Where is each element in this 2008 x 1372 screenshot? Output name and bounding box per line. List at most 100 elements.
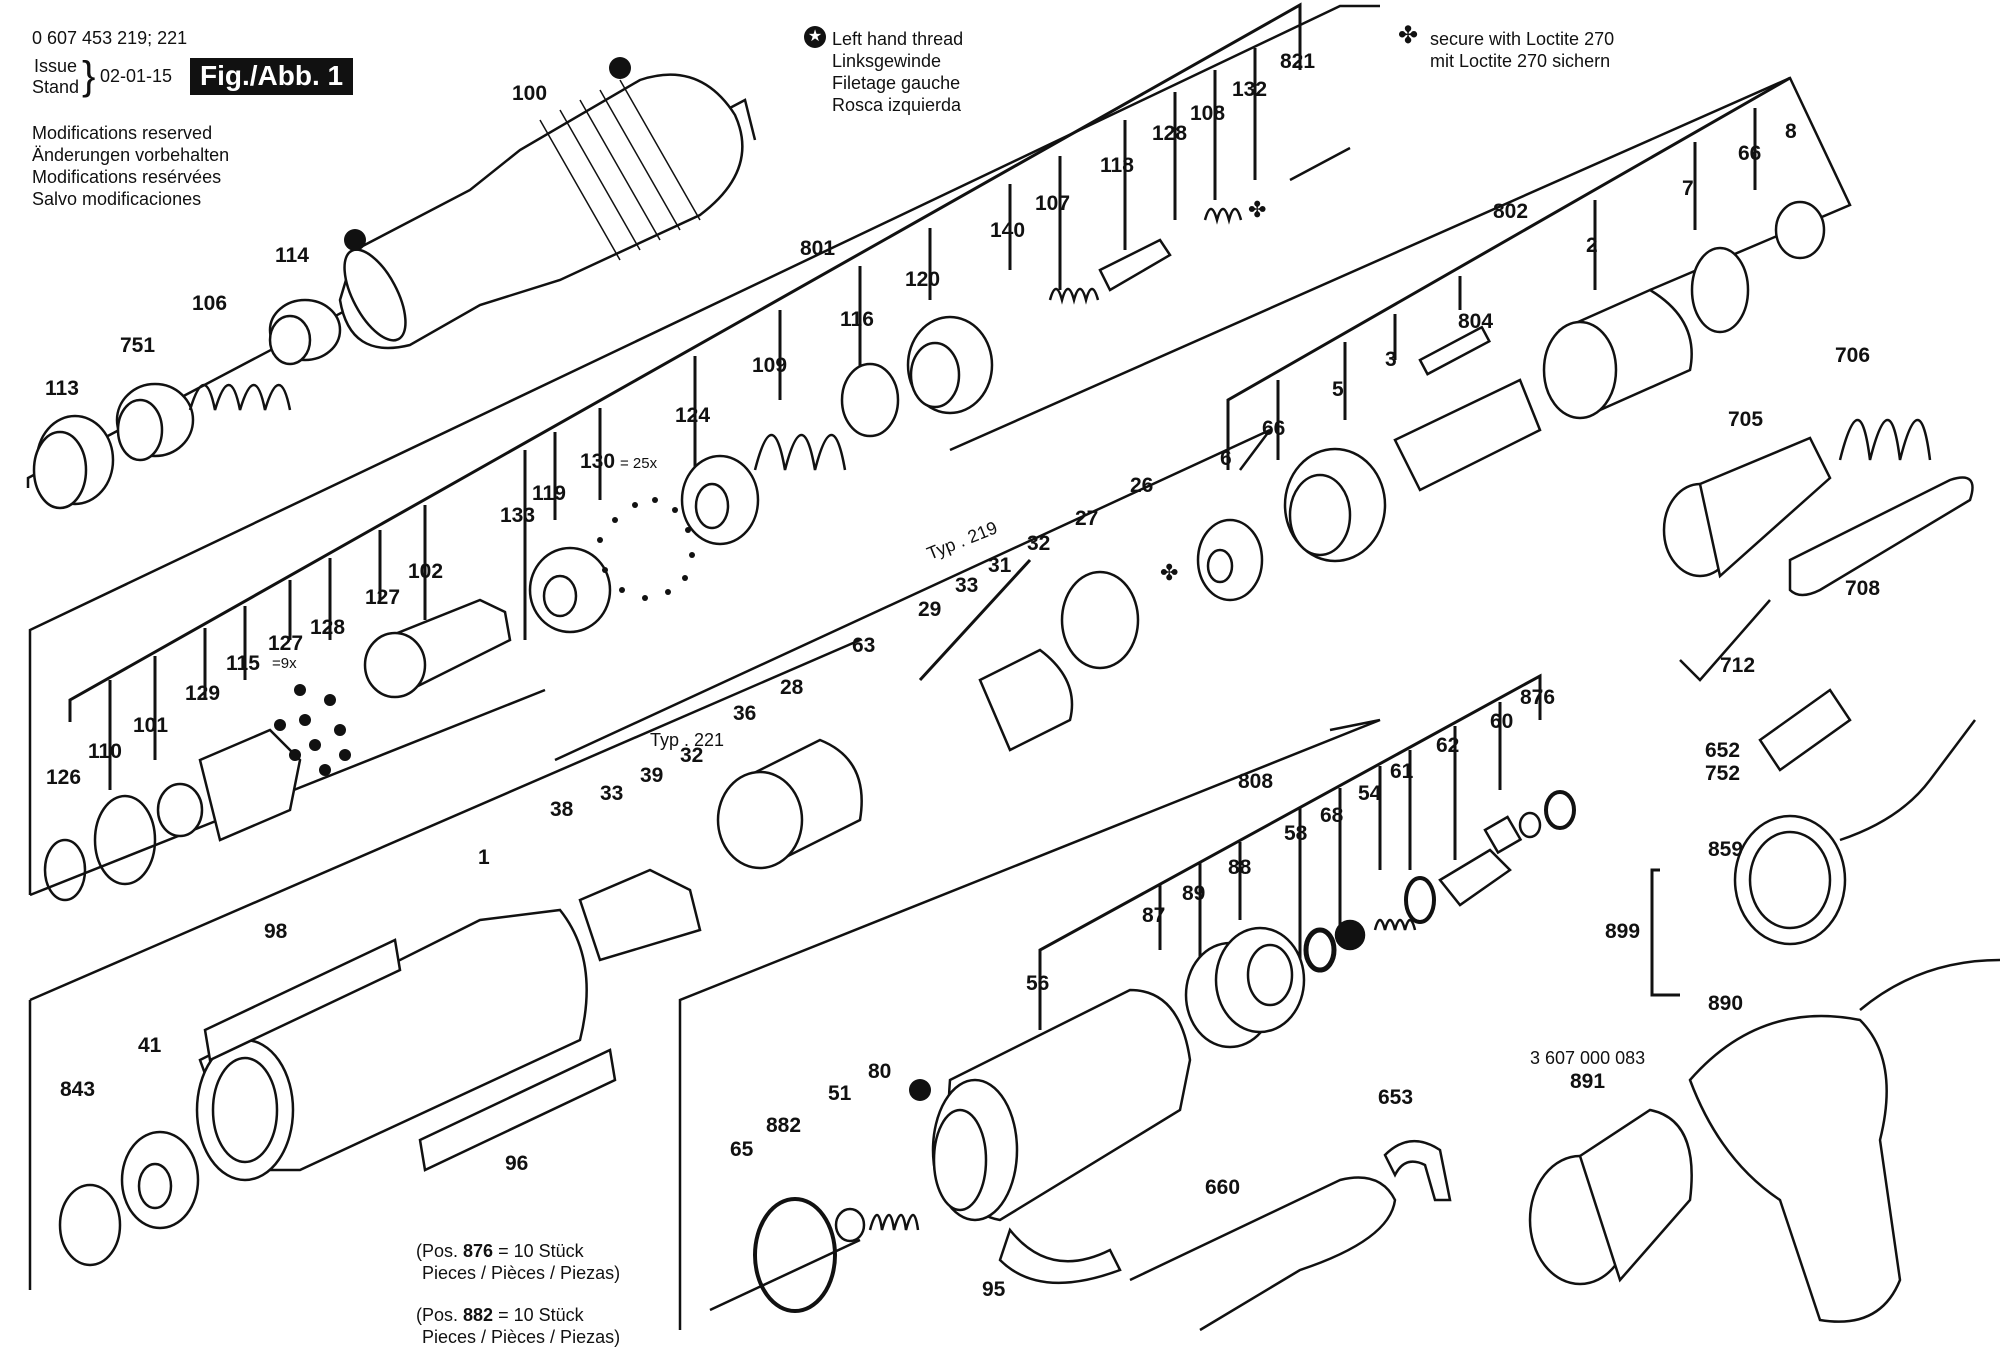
leader-tick — [918, 558, 1032, 682]
panel-gear-outline — [554, 428, 1271, 762]
part-spring — [868, 1213, 920, 1231]
part-label: 2 — [1586, 234, 1598, 257]
loctite-legend: secure with Loctite 270 mit Loctite 270 … — [1430, 28, 1614, 72]
parts — [32, 73, 2001, 1332]
part-label: 41 — [138, 1034, 162, 1057]
part-retaining-ring — [58, 1183, 122, 1267]
legend-line: Left hand thread — [832, 29, 964, 49]
part-ball — [1334, 919, 1366, 951]
part-label: 899 — [1605, 920, 1640, 943]
part-label: 7 — [1682, 177, 1694, 200]
part-label: 1 — [478, 846, 490, 869]
part-label: 706 — [1835, 344, 1870, 367]
panel-housing-outline — [678, 718, 1381, 1330]
clover-icon: ✤ — [1398, 22, 1419, 49]
part-sleeve — [909, 341, 961, 409]
part-endplate — [1690, 246, 1750, 334]
part-o-ring — [1404, 876, 1436, 924]
modifications-line: Salvo modificaciones — [32, 189, 202, 209]
part-label: 39 — [640, 764, 663, 787]
part-label: 65 — [730, 1138, 754, 1161]
part-labels: 100 114 106 751 113 801 821 132 108 128 … — [45, 50, 1880, 1301]
part-label: 120 — [905, 268, 940, 291]
part-valve-screw — [1438, 848, 1512, 907]
part-hose — [1839, 719, 1976, 842]
part-clamp-strip — [998, 1227, 1122, 1285]
part-label: 116 — [840, 308, 874, 331]
note-line: (Pos. 882 = 10 Stück — [416, 1305, 584, 1325]
part-label: 882 — [766, 1114, 801, 1137]
part-label: 102 — [408, 560, 443, 583]
legend-line: Linksgewinde — [832, 51, 942, 71]
part-adapter — [1698, 436, 1832, 579]
stand-label: Stand — [32, 77, 80, 97]
part-wrench — [1788, 476, 1974, 597]
part-vane — [1418, 325, 1492, 376]
leader-rails — [68, 2, 1791, 1030]
part-hex-key — [1679, 599, 1771, 682]
part-label: 32 — [1027, 532, 1050, 555]
note-line: (Pos. 876 = 10 Stück — [416, 1241, 584, 1261]
qty-annotation: = 25x — [620, 455, 658, 472]
star-icon — [609, 57, 631, 79]
part-label-strip — [203, 938, 402, 1062]
symbols: ✤ ✤ — [344, 57, 1266, 1101]
part-label: 752 — [1705, 762, 1740, 785]
part-cylinder — [1542, 320, 1618, 420]
part-label: 88 — [1228, 856, 1252, 879]
star-icon: ★ — [804, 26, 826, 48]
part-washer — [1060, 570, 1140, 670]
part-spindle — [578, 868, 702, 962]
part-spring — [753, 434, 847, 471]
part-knurled-nut — [32, 430, 88, 510]
part-pin — [1289, 146, 1351, 182]
part-spring — [1838, 419, 1932, 461]
part-spring — [188, 384, 292, 411]
part-label: 132 — [1232, 78, 1267, 101]
part-label: 890 — [1708, 992, 1743, 1015]
part-label: 133 — [500, 504, 535, 527]
part-label: 109 — [752, 354, 787, 377]
leader-rail-899 — [1650, 868, 1680, 997]
part-label: 802 — [1493, 200, 1528, 223]
part-label: 95 — [982, 1278, 1006, 1301]
part-label: 5 — [1332, 378, 1344, 401]
part-label: 891 — [1570, 1070, 1605, 1093]
part-label: 130 — [580, 450, 615, 473]
part-spring — [1048, 287, 1100, 305]
part-label: 660 — [1205, 1176, 1240, 1199]
part-label: 60 — [1490, 710, 1513, 733]
part-valve-body — [156, 782, 204, 838]
part-label: 653 — [1378, 1086, 1413, 1109]
part-endplate — [1288, 473, 1352, 557]
clover-icon: ✤ — [1248, 197, 1266, 222]
part-sleeve — [116, 398, 164, 462]
part-label: 876 — [1520, 686, 1555, 709]
part-label: 61 — [1390, 760, 1414, 783]
panel-valve-outline — [28, 4, 1380, 895]
part-push-rod — [709, 1238, 861, 1312]
part-gear-housing — [198, 908, 588, 1172]
part-gear-housing — [211, 1056, 279, 1164]
part-ring — [43, 838, 87, 902]
part-hose-adapter — [1748, 830, 1832, 930]
part-ring — [542, 574, 578, 618]
modifications-notice: Modifications reserved Änderungen vorbeh… — [32, 122, 229, 210]
part-bearing — [1774, 200, 1826, 260]
star-icon — [909, 1079, 931, 1101]
part-label: 108 — [1190, 102, 1225, 125]
panel-gear-outline — [29, 638, 861, 1002]
part-o-ring — [1303, 927, 1337, 973]
part-fitting — [1758, 688, 1852, 772]
part-label: 80 — [868, 1060, 891, 1083]
left-thread-legend: Left hand thread Linksgewinde Filetage g… — [832, 28, 963, 116]
part-label: 32 — [680, 744, 703, 767]
qty-annotation: =9x — [272, 655, 297, 672]
part-label: 68 — [1320, 804, 1344, 827]
part-ring-gear — [716, 770, 804, 870]
part-label: 51 — [828, 1082, 852, 1105]
part-label: 63 — [852, 634, 875, 657]
part-label: 26 — [1130, 474, 1153, 497]
legend-line: mit Loctite 270 sichern — [1430, 51, 1611, 71]
balls-127 — [274, 684, 351, 776]
